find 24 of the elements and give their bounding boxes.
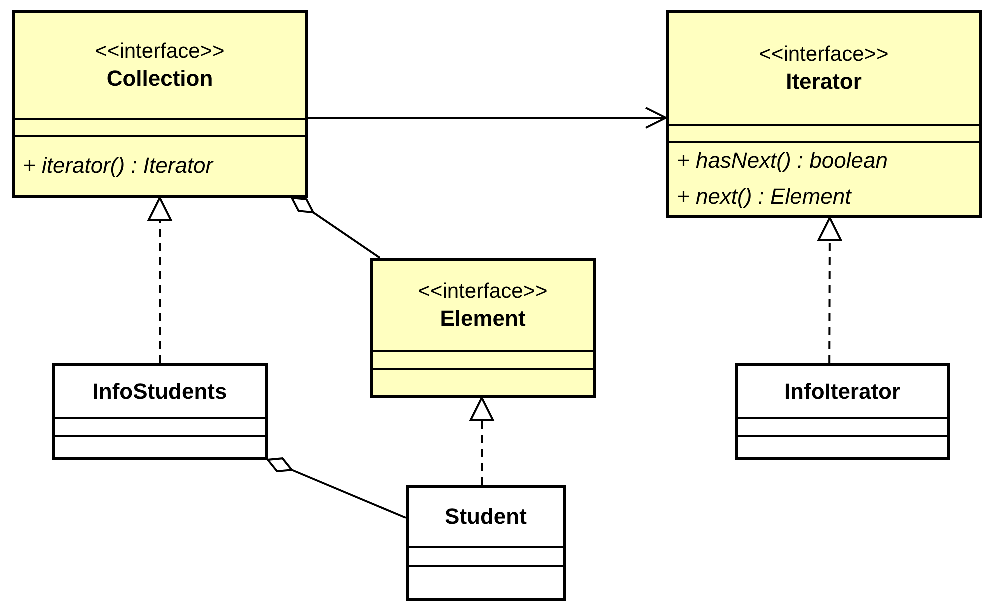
stereotype-label: <<interface>> — [95, 38, 225, 64]
class-box — [735, 363, 950, 460]
aggregation-line — [267, 458, 406, 519]
realization-arrow — [148, 197, 172, 363]
realization-arrow — [818, 217, 842, 363]
class-box — [406, 485, 566, 601]
class-name: InfoIterator — [784, 378, 901, 406]
operation-text: + hasNext() : boolean — [677, 147, 889, 175]
class-name: Student — [445, 503, 527, 531]
class-name: Element — [440, 304, 526, 332]
class-name: Iterator — [786, 68, 862, 96]
operation-text: + next() : Element — [677, 183, 853, 211]
realization-arrow — [470, 397, 494, 485]
association-arrow — [308, 107, 667, 129]
stereotype-label: <<interface>> — [759, 42, 889, 68]
aggregation-line — [291, 197, 381, 259]
interface-box — [370, 258, 596, 398]
class-box — [52, 363, 268, 460]
stereotype-label: <<interface>> — [418, 278, 548, 304]
class-name: Collection — [106, 64, 214, 92]
operation-text: + iterator() : Iterator — [23, 152, 215, 180]
class-name: InfoStudents — [92, 378, 228, 406]
interface-box — [666, 10, 982, 218]
interface-box — [12, 10, 308, 198]
